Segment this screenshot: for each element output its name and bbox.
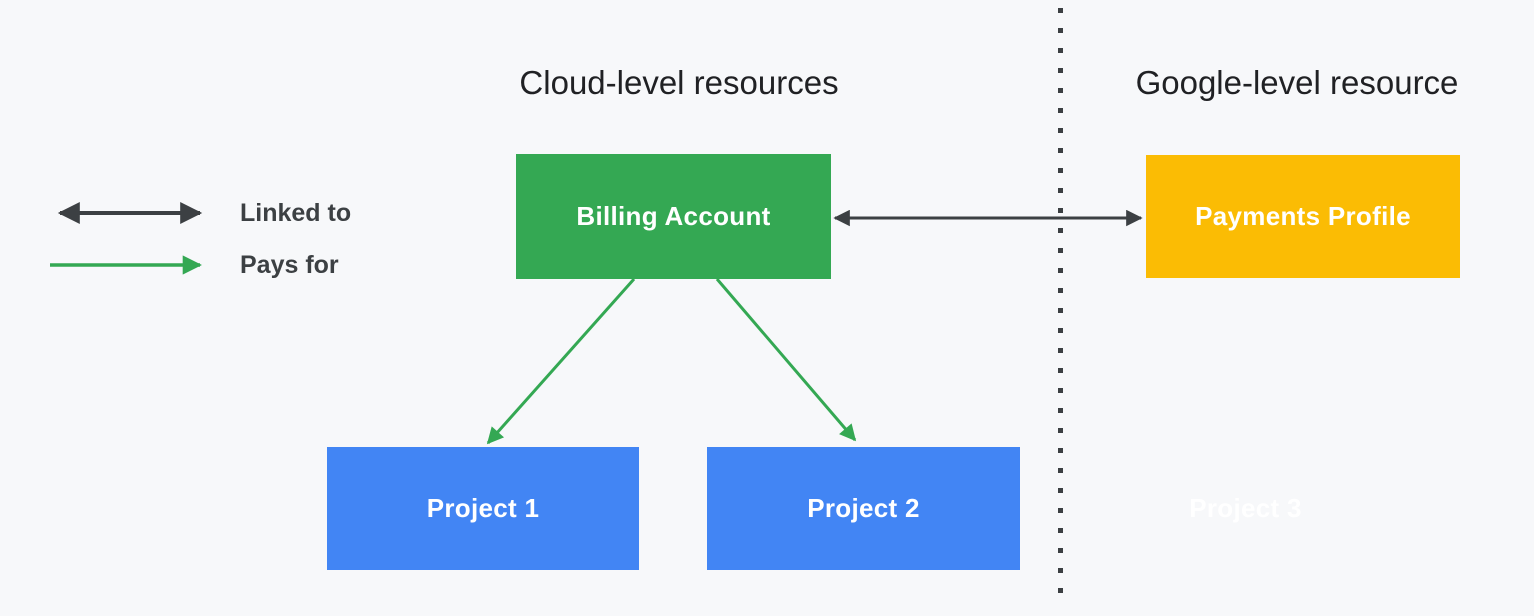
legend: Linked to Pays for: [48, 196, 351, 282]
node-project-1-label: Project 1: [426, 493, 540, 523]
legend-item-pays-for: Pays for: [48, 248, 351, 282]
billing-project2-pays-arrow: [715, 278, 857, 442]
single-headed-green-arrow-icon: [50, 255, 202, 275]
section-divider-dotted-line: [1058, 8, 1063, 608]
node-project-2: Project 2: [707, 447, 1020, 570]
node-project-2-label: Project 2: [807, 493, 920, 523]
legend-label-pays-for: Pays for: [240, 250, 339, 279]
legend-label-linked-to: Linked to: [240, 198, 352, 227]
node-project-1: Project 1: [327, 447, 639, 570]
double-headed-arrow-icon: [57, 202, 203, 224]
legend-item-linked-to: Linked to: [48, 196, 351, 230]
node-payments-profile-label: Payments Profile: [1195, 201, 1411, 231]
section-title-cloud-level: Cloud-level resources: [519, 64, 839, 101]
node-billing-account: Billing Account: [516, 154, 831, 279]
node-payments-profile: Payments Profile: [1146, 155, 1460, 278]
node-project-3-label: Project 3: [1189, 493, 1302, 523]
node-project-3-ghost: Project 3: [1088, 447, 1403, 570]
section-title-google-level: Google-level resource: [1135, 64, 1459, 101]
node-billing-account-label: Billing Account: [576, 201, 771, 231]
billing-project1-pays-arrow: [486, 278, 636, 445]
